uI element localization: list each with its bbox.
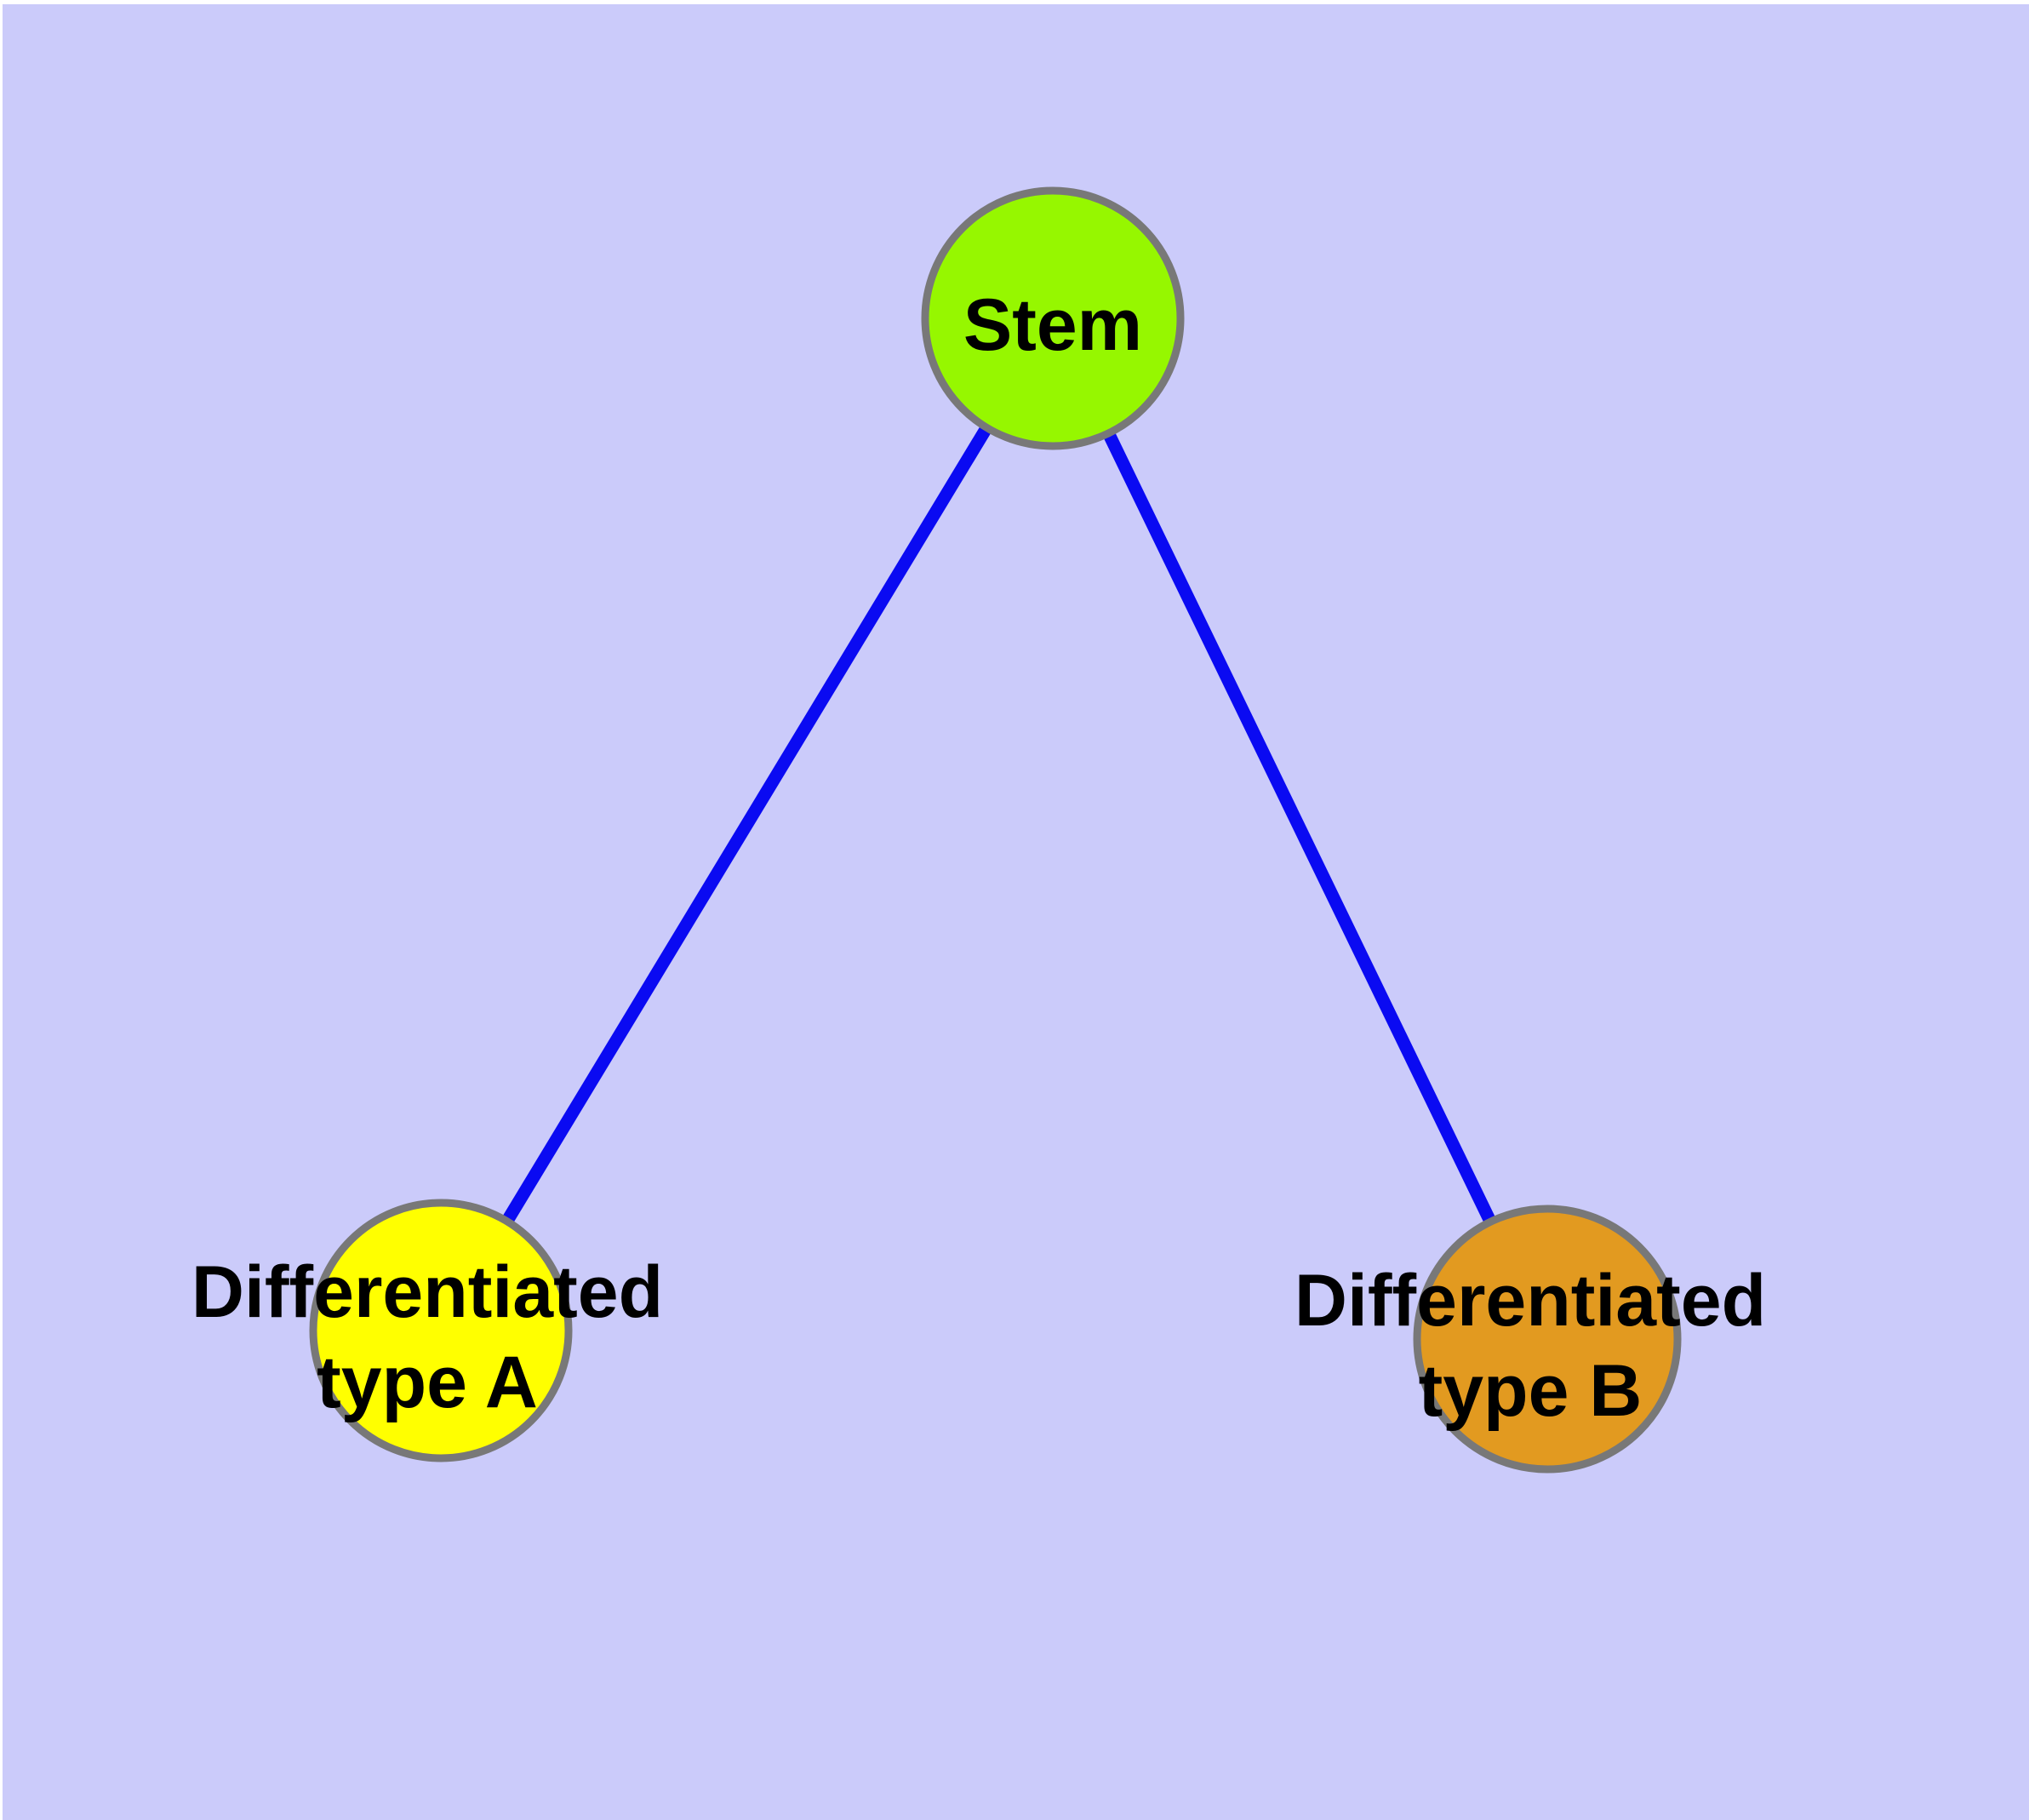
edges-layer: [435, 315, 1553, 1342]
node-label-line: type B: [1419, 1350, 1643, 1432]
node-stem: [921, 186, 1185, 450]
node-differentiated-type-a: [309, 1199, 573, 1462]
nodes-layer: [309, 186, 1682, 1474]
node-label-differentiated-type-a: Differentiated type A: [191, 1251, 663, 1423]
node-differentiated-type-b: [1413, 1205, 1682, 1474]
node-label-stem: Stem: [963, 284, 1142, 366]
node-label-line: Stem: [963, 284, 1142, 366]
edge-stem-to-differentiated-type-b: [1047, 315, 1553, 1342]
node-label-line: Differentiated: [1295, 1260, 1766, 1342]
edge-stem-to-differentiated-type-a: [435, 315, 1059, 1334]
node-label-line: type A: [317, 1342, 538, 1423]
node-label-line: Differentiated: [191, 1251, 663, 1333]
